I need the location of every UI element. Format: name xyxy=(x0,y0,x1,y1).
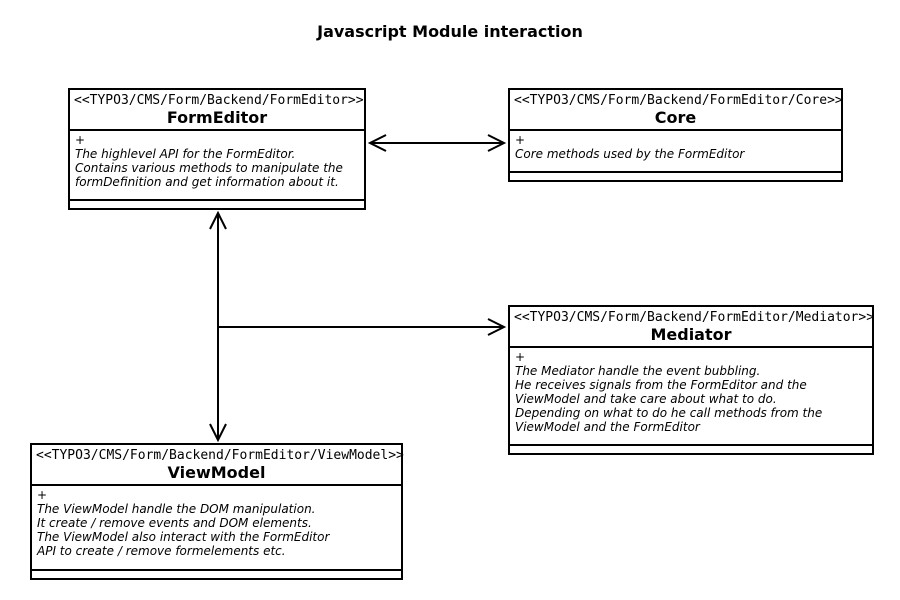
core-class-name: Core xyxy=(654,108,697,127)
formeditor-core-arrow xyxy=(367,134,507,152)
formeditor-description-section: + The highlevel API for the FormEditor. … xyxy=(70,131,364,201)
formeditor-description: The highlevel API for the FormEditor. Co… xyxy=(75,147,343,189)
viewmodel-description-section: + The ViewModel handle the DOM manipulat… xyxy=(32,486,401,571)
class-box-formeditor: <<TYPO3/CMS/Form/Backend/FormEditor>> Fo… xyxy=(68,88,366,210)
viewmodel-header: <<TYPO3/CMS/Form/Backend/FormEditor/View… xyxy=(32,445,404,486)
formeditor-class-name: FormEditor xyxy=(166,108,268,127)
class-box-viewmodel: <<TYPO3/CMS/Form/Backend/FormEditor/View… xyxy=(30,443,404,580)
core-stereotype: <<TYPO3/CMS/Form/Backend/FormEditor/Core… xyxy=(514,93,843,108)
mediator-description: The Mediator handle the event bubbling. … xyxy=(515,364,823,434)
viewmodel-class-name: ViewModel xyxy=(167,463,266,482)
viewmodel-stereotype: <<TYPO3/CMS/Form/Backend/FormEditor/View… xyxy=(36,448,404,463)
mediator-arrow xyxy=(218,318,507,336)
mediator-stereotype: <<TYPO3/CMS/Form/Backend/FormEditor/Medi… xyxy=(514,310,875,325)
class-box-core: <<TYPO3/CMS/Form/Backend/FormEditor/Core… xyxy=(508,88,843,182)
core-description-section: + Core methods used by the FormEditor xyxy=(510,131,841,173)
formeditor-header: <<TYPO3/CMS/Form/Backend/FormEditor>> Fo… xyxy=(70,90,364,131)
mediator-visibility: + xyxy=(515,350,526,364)
core-description: Core methods used by the FormEditor xyxy=(515,147,745,161)
viewmodel-visibility: + xyxy=(37,488,48,502)
core-header: <<TYPO3/CMS/Form/Backend/FormEditor/Core… xyxy=(510,90,843,131)
formeditor-stereotype: <<TYPO3/CMS/Form/Backend/FormEditor>> xyxy=(74,93,364,108)
mediator-class-name: Mediator xyxy=(650,325,732,344)
diagram-title: Javascript Module interaction xyxy=(317,22,583,41)
class-box-mediator: <<TYPO3/CMS/Form/Backend/FormEditor/Medi… xyxy=(508,305,874,455)
mediator-description-section: + The Mediator handle the event bubbling… xyxy=(510,348,872,446)
viewmodel-description: The ViewModel handle the DOM manipulatio… xyxy=(37,502,330,558)
core-visibility: + xyxy=(515,133,526,147)
formeditor-visibility: + xyxy=(75,133,86,147)
mediator-header: <<TYPO3/CMS/Form/Backend/FormEditor/Medi… xyxy=(510,307,875,348)
